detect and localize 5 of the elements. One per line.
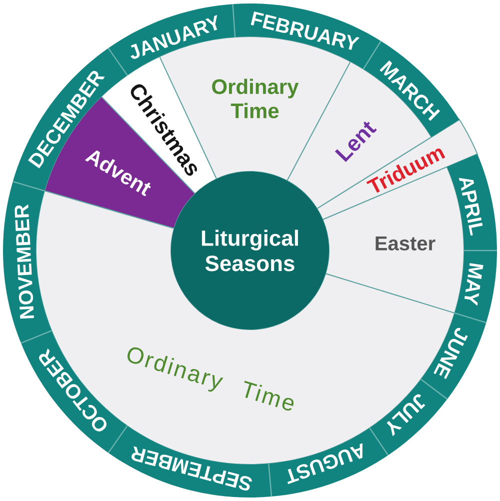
node-label: MAY <box>464 263 484 306</box>
month-segment: NOVEMBER <box>3 182 52 344</box>
month-segment: MAY <box>454 250 497 323</box>
node-label: NOVEMBER <box>14 204 34 319</box>
month-segment: APRIL <box>446 154 497 250</box>
